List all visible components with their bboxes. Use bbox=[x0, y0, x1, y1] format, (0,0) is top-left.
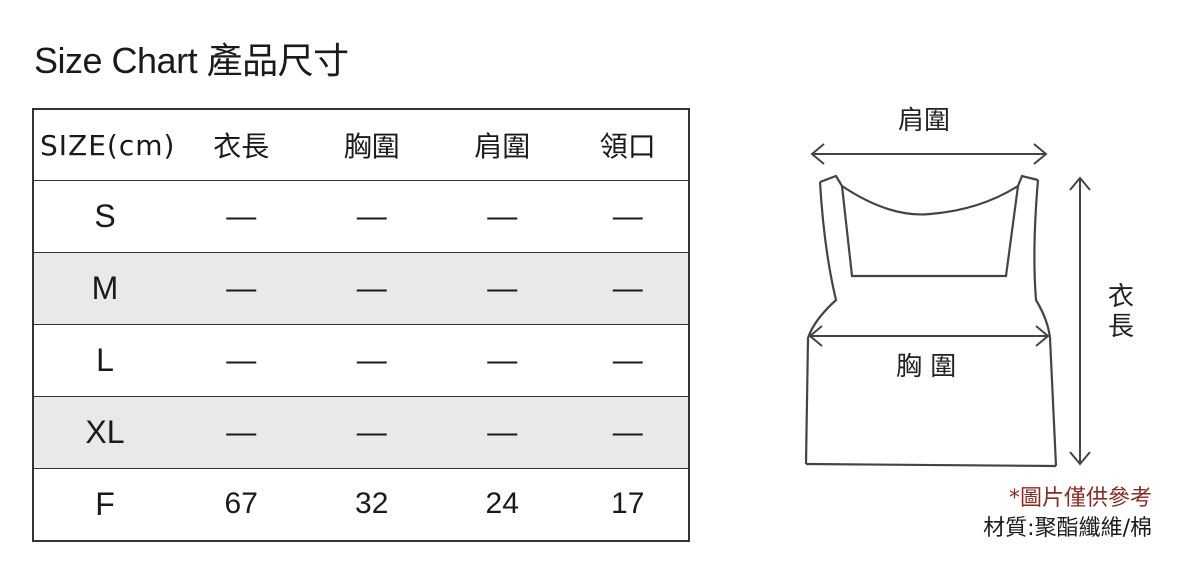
size-label: L bbox=[33, 324, 176, 397]
neckline-cell: — bbox=[567, 396, 689, 469]
table-row: L — — — — bbox=[33, 324, 689, 397]
length-cell: — bbox=[175, 324, 307, 397]
chest-cell: — bbox=[306, 396, 437, 469]
shoulder-cell: — bbox=[436, 180, 568, 253]
shoulder-cell: 24 bbox=[485, 487, 519, 521]
garment-diagram bbox=[804, 143, 1091, 468]
page-title: Size Chart 產品尺寸 bbox=[34, 40, 349, 81]
chest-cell: — bbox=[306, 252, 437, 325]
neckline-cell: 17 bbox=[611, 487, 645, 521]
size-table: SIZE(cm) 衣長 胸圍 肩圍 領口 S — — — — M — — — —… bbox=[32, 108, 690, 542]
header-size: SIZE(cm) bbox=[33, 109, 176, 181]
length-arrow bbox=[1069, 176, 1091, 466]
shoulder-cell: — bbox=[436, 252, 568, 325]
length-cell: — bbox=[175, 252, 307, 325]
chest-arrow bbox=[808, 325, 1050, 347]
material-note: 材質:聚酯纖維/棉 bbox=[983, 516, 1152, 541]
size-label: S bbox=[33, 180, 176, 253]
shoulder-cell: — bbox=[436, 324, 568, 397]
table-row: M — — — — bbox=[33, 252, 689, 325]
chest-cell: — bbox=[306, 324, 437, 397]
size-label: XL bbox=[33, 396, 176, 469]
table-header-row: SIZE(cm) 衣長 胸圍 肩圍 領口 bbox=[33, 109, 689, 181]
length-cell: — bbox=[175, 396, 307, 469]
chest-label: 胸 圍 bbox=[896, 352, 957, 382]
header-shoulder: 肩圍 bbox=[436, 109, 568, 181]
table-row: S — — — — bbox=[33, 180, 689, 253]
size-label: F bbox=[95, 485, 115, 522]
table-row: F 67 32 24 17 bbox=[33, 469, 689, 541]
header-chest: 胸圍 bbox=[306, 109, 437, 181]
shoulder-cell: — bbox=[436, 396, 568, 469]
garment-outline bbox=[804, 174, 1058, 468]
reference-note: *圖片僅供參考 bbox=[1008, 486, 1152, 511]
table-row: XL — — — — bbox=[33, 396, 689, 469]
length-label: 衣 長 bbox=[1107, 282, 1134, 342]
header-neckline: 領口 bbox=[567, 109, 689, 181]
size-label: M bbox=[33, 252, 176, 325]
length-cell: — bbox=[175, 180, 307, 253]
neckline-cell: — bbox=[567, 180, 689, 253]
length-cell: 67 bbox=[224, 487, 258, 521]
neckline-cell: — bbox=[567, 252, 689, 325]
chest-cell: 32 bbox=[355, 487, 389, 521]
chest-cell: — bbox=[306, 180, 437, 253]
shoulder-label: 肩圍 bbox=[898, 106, 951, 136]
header-length: 衣長 bbox=[175, 109, 307, 181]
neckline-cell: — bbox=[567, 324, 689, 397]
shoulder-arrow bbox=[810, 143, 1048, 165]
